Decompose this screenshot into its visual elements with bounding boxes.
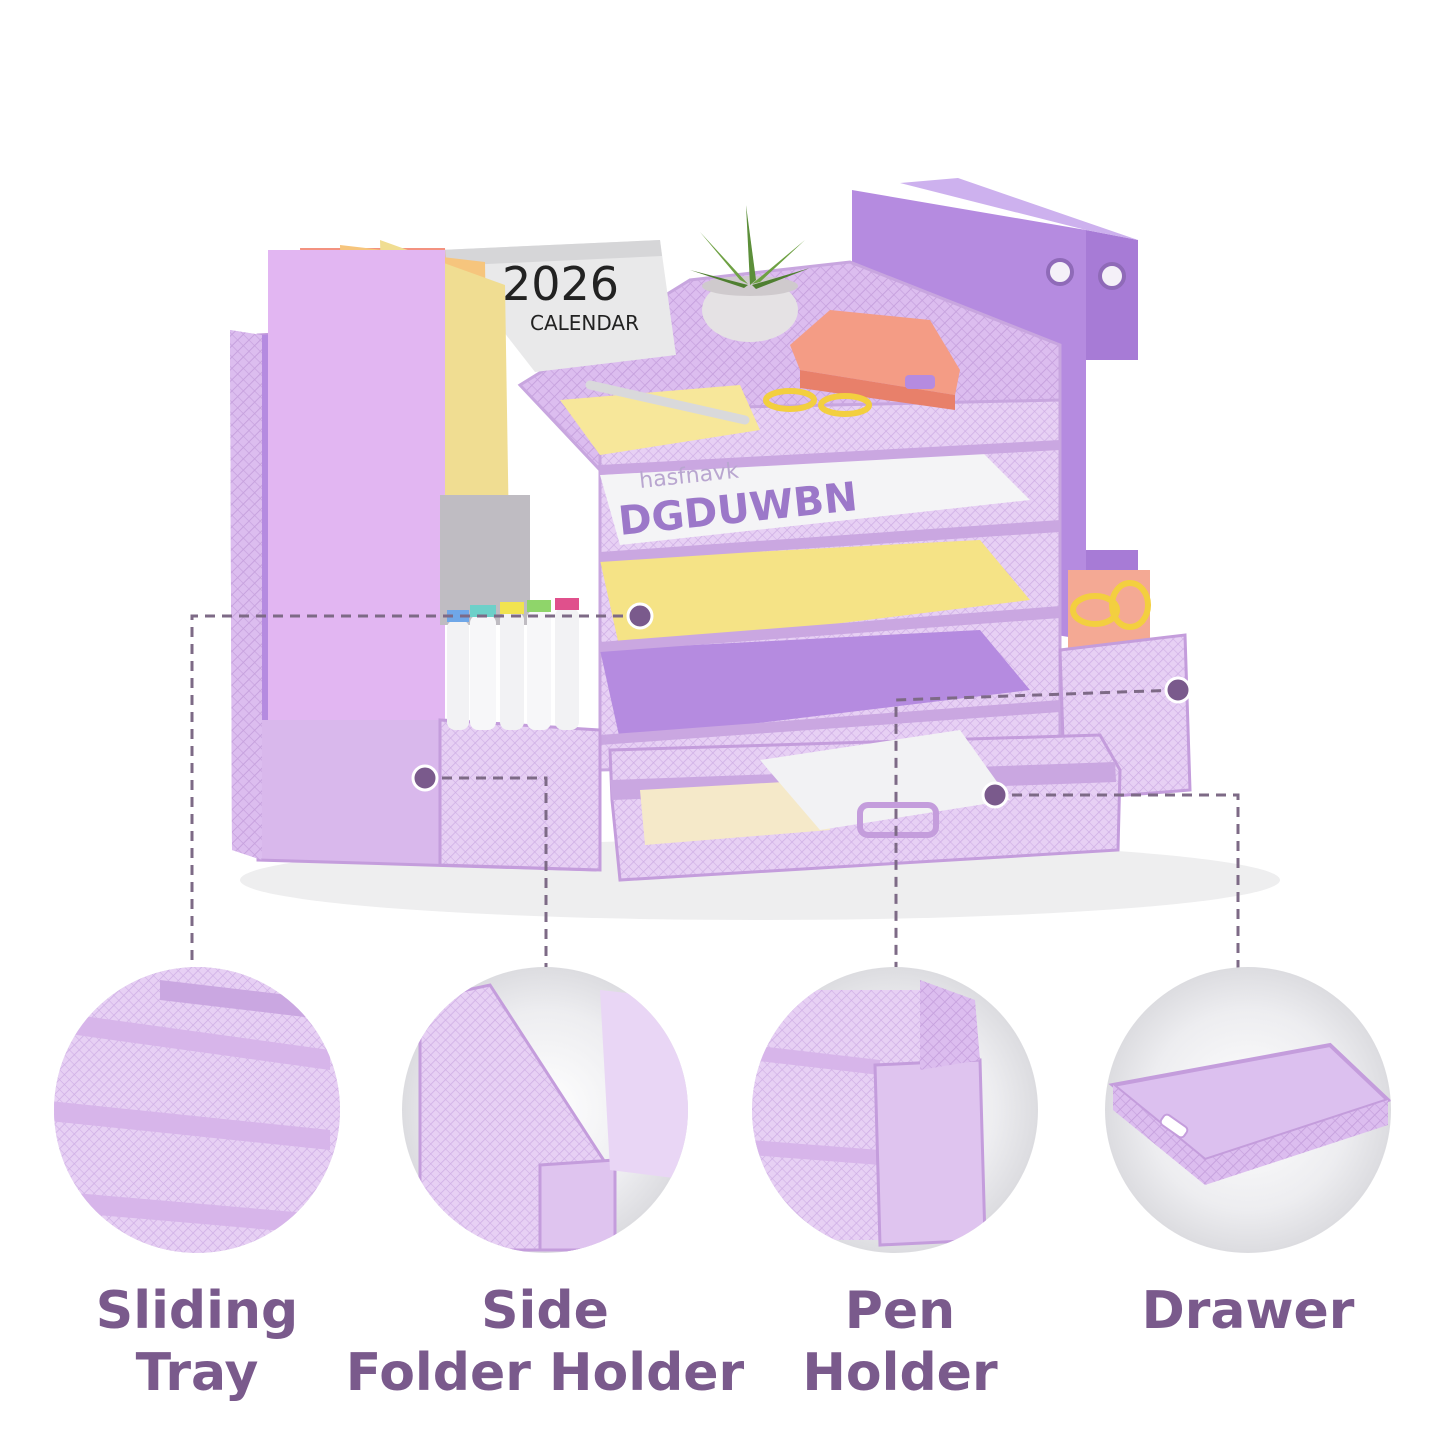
- stapler: [790, 310, 960, 410]
- detail-bubble-side-folder-holder: [402, 967, 688, 1253]
- feature-label-drawer: Drawer: [1141, 1281, 1355, 1341]
- sliding-tray-stack: hasfnavk DGDUWBN: [560, 385, 1062, 772]
- side-folder-holder: [230, 240, 602, 872]
- detail-bubble-pen-holder: [752, 967, 1038, 1253]
- callout-lines: [190, 614, 1240, 980]
- desk-organizer: hasfnavk DGDUWBN 2026 CALENDAR: [230, 178, 1192, 882]
- potted-plant: [690, 205, 810, 342]
- scissors-top: [763, 388, 872, 417]
- callout-dots: [411, 602, 1192, 809]
- feature-label-sliding-tray: Sliding Tray: [95, 1281, 299, 1403]
- detail-bubble-drawer: [1105, 967, 1391, 1253]
- calendar-year: 2026: [502, 257, 619, 311]
- feature-label-pen-holder: Pen Holder: [802, 1281, 998, 1403]
- drawer: [608, 730, 1122, 882]
- feature-label-side-folder-holder: Side Folder Holder: [345, 1281, 745, 1403]
- calendar-word: CALENDAR: [530, 311, 639, 335]
- desk-calendar: 2026 CALENDAR: [440, 240, 676, 372]
- detail-bubble-sliding-tray: [54, 967, 340, 1253]
- markers: [447, 598, 579, 730]
